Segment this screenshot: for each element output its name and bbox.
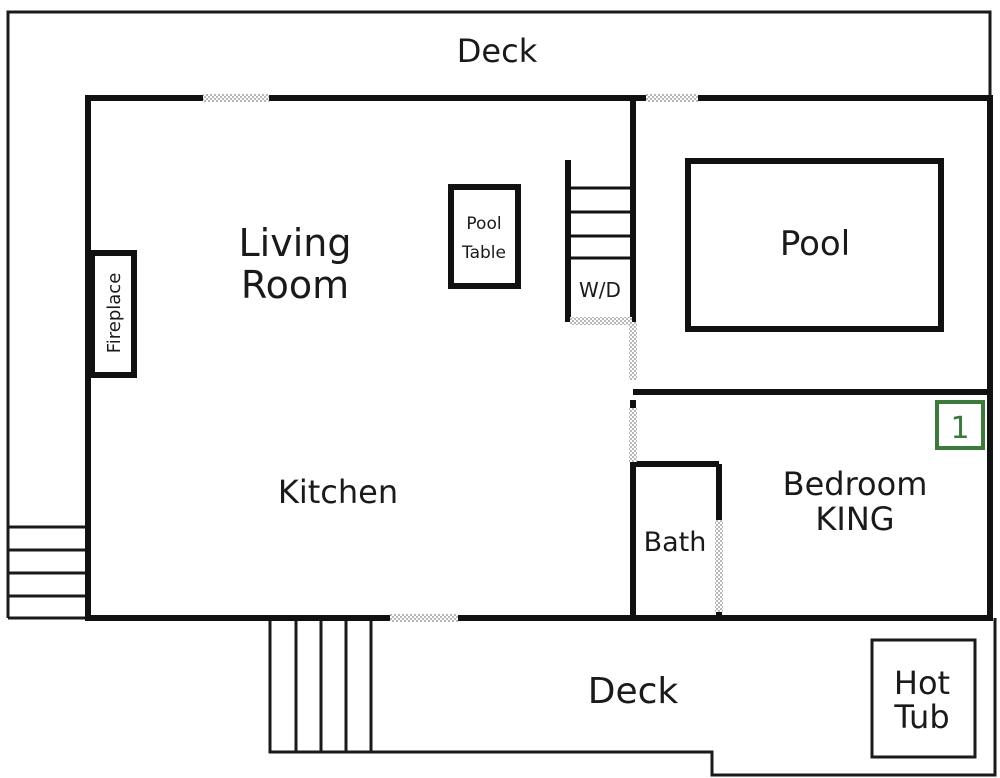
fireplace-label: Fireplace	[104, 273, 125, 354]
pool-label: Pool	[780, 224, 850, 264]
deck-bottom-outline	[268, 618, 997, 777]
door-bottom-kitchen	[390, 614, 458, 622]
deck-top-outline	[6, 10, 992, 618]
door-wd	[570, 317, 632, 325]
bottom-stairs	[294, 618, 373, 752]
door-top-pool	[646, 94, 698, 102]
living-room-label-line2: Room	[241, 263, 349, 307]
pool-table-label-line1: Pool	[466, 214, 501, 234]
house-exterior-walls	[85, 95, 993, 621]
bedroom-number-label: 1	[950, 411, 969, 446]
hot-tub-label-line1: Hot	[894, 664, 950, 702]
hot-tub-label-line2: Tub	[893, 698, 949, 736]
kitchen-label: Kitchen	[278, 473, 398, 511]
left-deck-stairs	[8, 525, 88, 598]
living-room-label-line1: Living	[239, 221, 352, 265]
deck-bottom-label: Deck	[588, 671, 679, 712]
fireplace	[89, 250, 137, 378]
door-openings	[203, 94, 723, 622]
interior-stairs	[565, 160, 633, 322]
pool-table-label-line2: Table	[461, 243, 506, 263]
bath-label: Bath	[644, 527, 707, 558]
wd-label: W/D	[579, 278, 621, 302]
bedroom-label-line2: KING	[815, 500, 894, 538]
door-bedroom	[629, 408, 637, 462]
pool	[685, 158, 944, 332]
deck-top-label: Deck	[457, 32, 538, 70]
door-bath	[715, 520, 723, 612]
bedroom-label-line1: Bedroom	[783, 465, 928, 503]
door-top-living	[203, 94, 269, 102]
hot-tub	[870, 638, 977, 759]
pool-table	[448, 184, 521, 289]
door-pool-room	[629, 322, 637, 380]
bedroom-number-badge	[935, 400, 985, 450]
